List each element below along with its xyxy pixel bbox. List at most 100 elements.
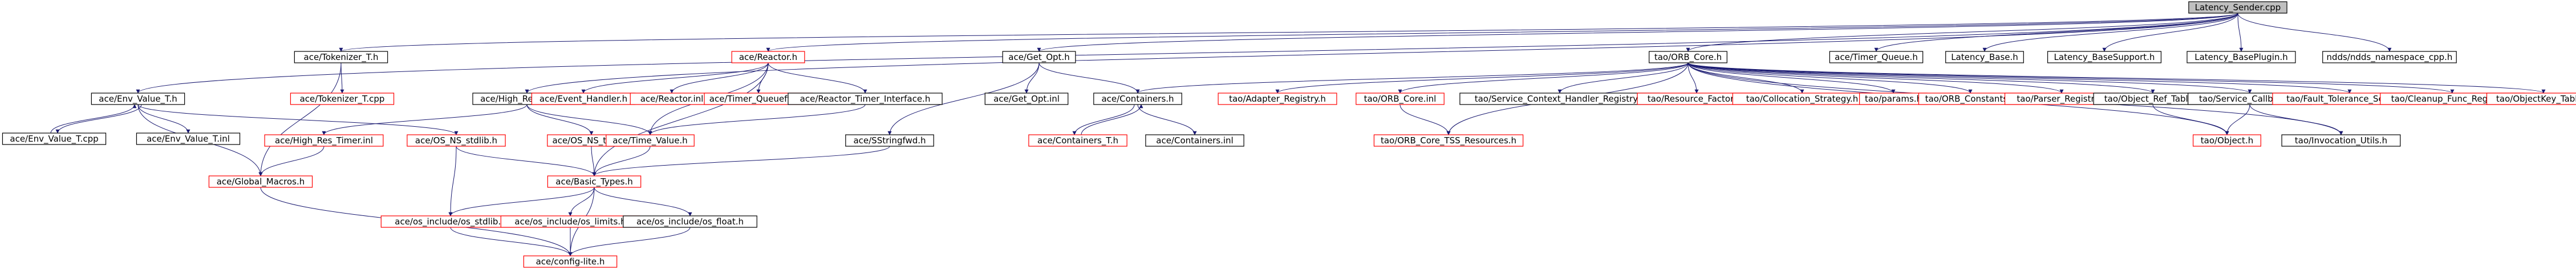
- node-box: [208, 175, 313, 188]
- edge-tao-orb-core-h-to-tao-orb-core-inl: [1398, 62, 1689, 94]
- graph-node-ace-get-opt-h[interactable]: ace/Get_Opt.h: [1002, 51, 1076, 63]
- graph-node-tao-invocation-utils-h[interactable]: tao/Invocation_Utils.h: [2281, 134, 2401, 147]
- node-label: ace/Event_Handler.h: [539, 94, 627, 105]
- node-box: [1218, 93, 1337, 105]
- edge-root-to-ndds-namespace-cpp-h: [2237, 13, 2392, 52]
- graph-node-tao-collocation-strategy-h[interactable]: tao/Collocation_Strategy.h: [1732, 93, 1872, 105]
- graph-node-ace-reactor-h[interactable]: ace/Reactor.h: [731, 51, 805, 63]
- node-label: tao/Adapter_Registry.h: [1229, 94, 1326, 105]
- graph-node-ace-tokenizer-t-h[interactable]: ace/Tokenizer_T.h: [294, 51, 388, 63]
- graph-node-tao-service-context-handler-registry-h[interactable]: tao/Service_Context_Handler_Registry.h: [1459, 93, 1660, 105]
- node-label: ace/Get_Opt.inl: [993, 94, 1060, 105]
- node-label: ace/Env_Value_T.inl: [147, 134, 230, 144]
- edge-tao-service-callbacks-h-to-tao-invocation-utils-h: [2249, 104, 2343, 135]
- node-label: ace/config-lite.h: [536, 256, 605, 267]
- node-box: [294, 51, 388, 63]
- node-label: ace/Reactor_Timer_Interface.h: [800, 94, 931, 105]
- node-label: tao/Resource_Factory.h: [1648, 94, 1746, 105]
- edge-tao-orb-core-h-to-tao-service-callbacks-h: [1687, 62, 2252, 94]
- node-box: [2047, 51, 2162, 63]
- graph-node-ace-timer-queue-h[interactable]: ace/Timer_Queue.h: [1829, 51, 1924, 63]
- graph-node-ace-env-value-t-inl[interactable]: ace/Env_Value_T.inl: [136, 133, 241, 145]
- edge-ace-get-opt-h-to-ace-containers-h: [1038, 62, 1140, 94]
- edge-tao-orb-core-h-to-tao-fault-tolerance-service-h: [1687, 62, 2352, 94]
- graph-node-ace-os-include-os-limits-h[interactable]: ace/os_include/os_limits.h: [500, 215, 640, 228]
- graph-node-latency-basesupport-h[interactable]: Latency_BaseSupport.h: [2047, 51, 2162, 63]
- graph-node-tao-orb-core-tss-resources-h[interactable]: tao/ORB_Core_TSS_Resources.h: [1373, 134, 1524, 147]
- edge-ace-reactor-timer-interface-h-to-ace-time-value-h: [648, 104, 866, 135]
- graph-node-tao-params-h[interactable]: tao/params.h: [1859, 93, 1928, 105]
- edge-ace-get-opt-h-to-ace-sstringfwd-h: [887, 62, 1040, 135]
- graph-node-ace-global-macros-h[interactable]: ace/Global_Macros.h: [208, 175, 313, 188]
- node-label: Latency_BasePlugin.h: [2194, 52, 2288, 63]
- graph-node-ace-env-value-t-h[interactable]: ace/Env_Value_T.h: [91, 93, 185, 105]
- graph-node-ndds-namespace-cpp-h[interactable]: ndds/ndds_namespace_cpp.h: [2322, 51, 2457, 63]
- graph-node-tao-resource-factory-h[interactable]: tao/Resource_Factory.h: [1637, 93, 1756, 105]
- graph-node-ace-basic-types-h[interactable]: ace/Basic_Types.h: [547, 175, 642, 188]
- edge-ace-high-res-timer-h-to-ace-time-value-h: [526, 104, 652, 135]
- graph-node-ace-os-include-os-stdlib-h[interactable]: ace/os_include/os_stdlib.h: [380, 215, 521, 228]
- node-label: tao/ORB_Core_TSS_Resources.h: [1381, 135, 1516, 146]
- node-label: Latency_Base.h: [1951, 52, 2018, 63]
- node-label: ace/Tokenizer_T.cpp: [300, 94, 385, 105]
- node-box: [547, 175, 642, 188]
- node-box: [2193, 134, 2262, 147]
- graph-node-ace-reactor-inl[interactable]: ace/Reactor.inl: [630, 93, 714, 105]
- edge-ace-high-res-timer-h-to-ace-high-res-timer-inl: [322, 104, 528, 135]
- graph-node-ace-timer-queuefwd-h[interactable]: ace/Timer_Queuefwd.h: [704, 93, 813, 105]
- graph-node-latency-base-h[interactable]: Latency_Base.h: [1945, 51, 2024, 63]
- graph-node-ace-tokenizer-t-cpp[interactable]: ace/Tokenizer_T.cpp: [290, 93, 395, 105]
- graph-node-root[interactable]: Latency_Sender.cpp: [2188, 1, 2287, 14]
- node-box: [136, 133, 241, 145]
- edge-ace-env-value-t-h-to-ace-env-value-t-inl: [137, 104, 190, 134]
- node-label: tao/ORB_Constants.h: [1925, 94, 2016, 105]
- graph-node-tao-objectkey-table-h[interactable]: tao/ObjectKey_Table.h: [2486, 93, 2576, 105]
- node-label: Latency_BaseSupport.h: [2054, 52, 2155, 63]
- graph-node-tao-adapter-registry-h[interactable]: tao/Adapter_Registry.h: [1218, 93, 1337, 105]
- node-label: tao/ORB_Core.inl: [1364, 94, 1437, 105]
- graph-node-ace-config-lite-h[interactable]: ace/config-lite.h: [523, 255, 618, 268]
- node-box: [1829, 51, 1924, 63]
- node-box: [2486, 93, 2576, 105]
- edge-root-to-ace-get-opt-h: [1037, 13, 2238, 52]
- graph-node-tao-orb-core-inl[interactable]: tao/ORB_Core.inl: [1356, 93, 1445, 105]
- edge-ace-sstringfwd-h-to-ace-basic-types-h: [592, 146, 890, 176]
- graph-node-ace-high-res-timer-inl[interactable]: ace/High_Res_Timer.inl: [264, 134, 384, 147]
- graph-node-ace-containers-h[interactable]: ace/Containers.h: [1093, 93, 1182, 105]
- edge-tao-orb-core-h-to-tao-objectkey-table-h: [1687, 62, 2546, 94]
- graph-node-ace-sstringfwd-h[interactable]: ace/SStringfwd.h: [845, 134, 934, 147]
- node-box: [264, 134, 384, 147]
- edge-root-to-latency-basesupport-h: [2102, 13, 2238, 52]
- edge-tao-orb-core-h-to-tao-adapter-registry-h: [1275, 62, 1689, 94]
- graph-node-ace-os-ns-stdlib-h[interactable]: ace/OS_NS_stdlib.h: [407, 134, 506, 147]
- graph-node-ace-containers-inl[interactable]: ace/Containers.inl: [1145, 134, 1244, 147]
- edge-ace-os-ns-time-h-to-ace-basic-types-h: [591, 146, 597, 176]
- graph-node-tao-orb-core-h[interactable]: tao/ORB_Core.h: [1649, 51, 1727, 63]
- graph-node-ace-containers-t-h[interactable]: ace/Containers_T.h: [1028, 134, 1127, 147]
- graph-node-tao-parser-registry-h[interactable]: tao/Parser_Registry.h: [2004, 93, 2119, 105]
- edge-ace-os-ns-stdlib-h-to-ace-basic-types-h: [456, 146, 597, 176]
- graph-node-tao-object-h[interactable]: tao/Object.h: [2193, 134, 2262, 147]
- edge-ace-high-res-timer-h-to-ace-os-ns-time-h: [526, 104, 594, 135]
- edge-ace-containers-h-to-ace-containers-inl: [1137, 104, 1197, 135]
- edge-ace-high-res-timer-inl-to-ace-global-macros-h: [258, 146, 324, 176]
- graph-node-ace-time-value-h[interactable]: ace/Time_Value.h: [606, 134, 695, 147]
- edge-tao-orb-core-h-to-tao-object-ref-table-h: [1687, 62, 2155, 94]
- edge-root-to-ace-timer-queue-h: [1874, 13, 2238, 52]
- node-box: [407, 134, 506, 147]
- edge-ace-containers-h-to-ace-containers-t-h: [1072, 104, 1135, 135]
- graph-node-ace-reactor-timer-interface-h[interactable]: ace/Reactor_Timer_Interface.h: [788, 93, 943, 105]
- node-box: [1945, 51, 2024, 63]
- node-label: ace/Containers_T.h: [1037, 135, 1118, 146]
- edge-ace-os-include-os-stdlib-h-to-ace-config-lite-h: [450, 227, 573, 256]
- graph-node-ace-os-include-os-float-h[interactable]: ace/os_include/os_float.h: [623, 215, 757, 228]
- graph-node-latency-baseplugin-h[interactable]: Latency_BasePlugin.h: [2186, 51, 2296, 63]
- graph-node-ace-get-opt-inl[interactable]: ace/Get_Opt.inl: [984, 93, 1069, 105]
- graph-node-ace-event-handler-h[interactable]: ace/Event_Handler.h: [531, 93, 636, 105]
- node-label: tao/Parser_Registry.h: [2017, 94, 2106, 105]
- edge-ace-os-include-os-float-h-to-ace-config-lite-h: [568, 227, 691, 256]
- node-label: ace/os_include/os_stdlib.h: [395, 216, 506, 227]
- node-box: [1028, 134, 1127, 147]
- graph-node-ace-env-value-t-cpp[interactable]: ace/Env_Value_T.cpp: [2, 133, 107, 145]
- node-box: [731, 51, 805, 63]
